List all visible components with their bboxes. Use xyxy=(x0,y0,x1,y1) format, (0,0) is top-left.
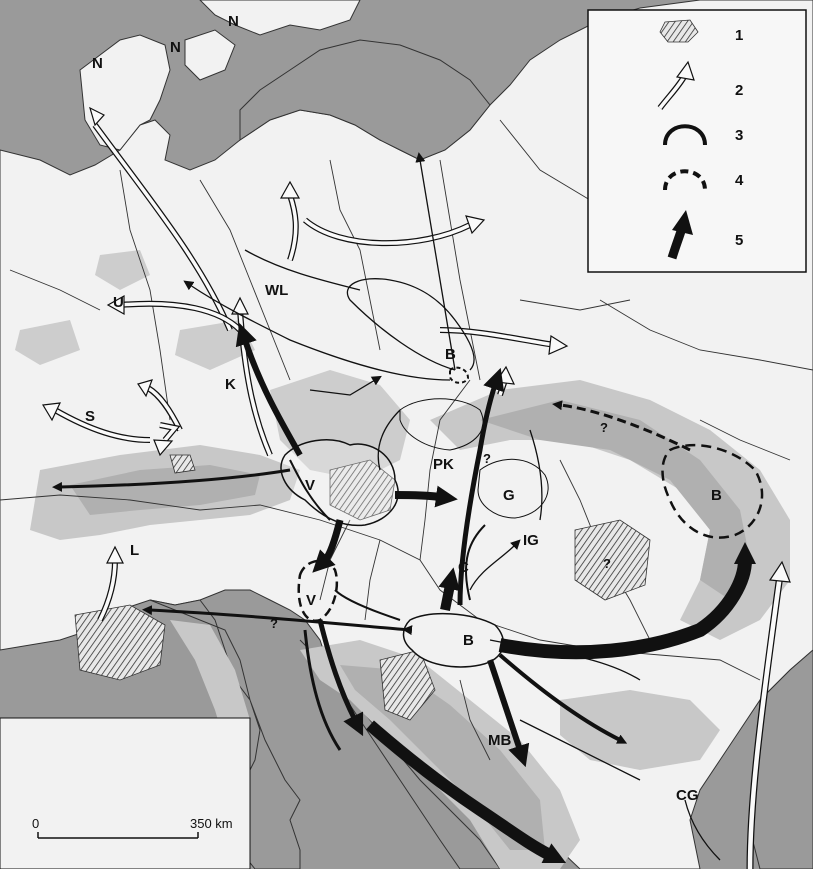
legend-item-3: 3 xyxy=(663,124,743,146)
label-q3: ? xyxy=(600,420,608,435)
scale-inset: 0 350 km xyxy=(0,717,251,869)
label-g: G xyxy=(503,487,515,504)
label-q4: ? xyxy=(603,556,611,571)
hatched-area-icon xyxy=(659,19,699,43)
label-pk: PK xyxy=(433,456,454,473)
label-ig: IG xyxy=(523,532,539,549)
label-q2: ? xyxy=(483,451,491,466)
legend-item-1: 1 xyxy=(659,19,743,44)
legend: 1 2 3 4 5 xyxy=(587,9,807,273)
label-b3: B xyxy=(711,487,722,504)
legend-number-4: 4 xyxy=(735,172,744,189)
scale-box xyxy=(0,717,251,869)
legend-item-2: 2 xyxy=(657,60,743,110)
label-u: U xyxy=(113,294,124,311)
label-wl: WL xyxy=(265,282,288,299)
labels: N N N U WL K S L V V B B B PK G IG C MB … xyxy=(85,13,722,804)
region-outlines xyxy=(280,366,764,668)
scale-start: 0 xyxy=(32,816,39,831)
label-c: C xyxy=(458,559,469,576)
label-b2: B xyxy=(463,632,474,649)
legend-number-5: 5 xyxy=(735,232,743,249)
dashed-arc-icon xyxy=(663,169,707,191)
scale-end: 350 km xyxy=(190,816,233,831)
label-v1: V xyxy=(305,477,315,494)
label-l: L xyxy=(130,542,139,559)
label-s: S xyxy=(85,408,95,425)
label-b1: B xyxy=(445,346,456,363)
legend-number-1: 1 xyxy=(735,27,743,44)
label-q1: ? xyxy=(270,616,278,631)
label-mb: MB xyxy=(488,732,511,749)
hollow-arrow-icon xyxy=(657,60,695,110)
legend-item-5: 5 xyxy=(667,210,743,260)
label-k: K xyxy=(225,376,236,393)
legend-number-2: 2 xyxy=(735,82,743,99)
label-v2: V xyxy=(306,592,316,609)
label-n3: N xyxy=(228,13,239,30)
label-n2: N xyxy=(170,39,181,56)
solid-arc-icon xyxy=(663,124,707,146)
solid-arrows xyxy=(52,322,756,864)
label-cg: CG xyxy=(676,787,699,804)
legend-item-4: 4 xyxy=(663,169,744,191)
solid-arrow-icon xyxy=(667,210,693,260)
label-n1: N xyxy=(92,55,103,72)
legend-box xyxy=(587,9,807,273)
legend-number-3: 3 xyxy=(735,127,743,144)
